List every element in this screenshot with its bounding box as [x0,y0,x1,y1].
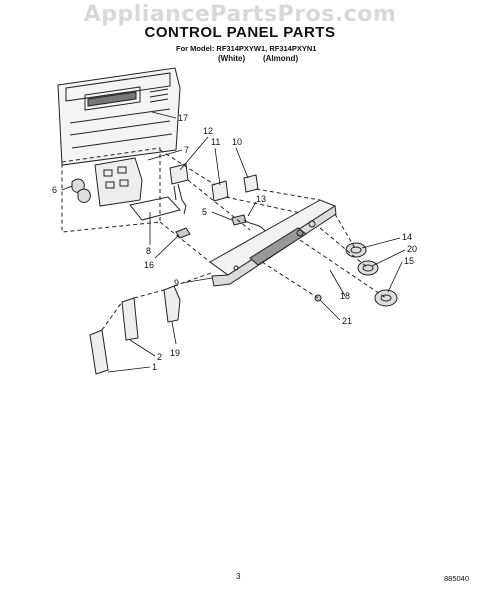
watermark: AppliancePartsPros.com [83,2,397,27]
callout-labels: 17 7 12 11 10 6 13 5 14 20 15 8 16 9 18 … [52,113,417,372]
variant-almond: (Almond) [263,54,299,63]
callout-1: 1 [152,362,157,372]
backguard-panel [57,67,181,166]
callout-17: 17 [178,113,188,123]
callout-21: 21 [342,316,352,326]
callout-2: 2 [157,352,162,362]
wire-harness [243,219,267,233]
assembly-lines [101,149,387,331]
callout-10: 10 [232,137,242,147]
switch-assembly [169,163,189,215]
end-trim [89,329,109,375]
callout-7: 7 [184,145,189,155]
document-number: 885040 [444,574,470,583]
callout-9: 9 [174,278,179,288]
callout-19: 19 [170,348,180,358]
model-line: For Model: RF314PXYW1, RF314PXYN1 [176,44,317,53]
callout-5: 5 [202,207,207,217]
clip-part [175,227,191,239]
callout-14: 14 [402,232,412,242]
callout-11: 11 [211,137,220,147]
end-bracket [163,285,181,323]
variant-white: (White) [218,54,246,63]
knobs [345,242,398,307]
callout-8: 8 [146,246,151,256]
callout-20: 20 [407,244,417,254]
callout-18: 18 [340,291,350,301]
page-number: 3 [236,572,241,581]
callout-16: 16 [144,260,154,270]
panel-plate [129,196,181,221]
clock-assembly [61,147,161,233]
bracket-part [243,174,259,193]
leader-lines [61,111,406,373]
end-cap [121,297,139,341]
callout-13: 13 [256,194,266,204]
page-title: CONTROL PANEL PARTS [144,24,336,41]
control-panel [209,199,337,287]
switch-small [231,214,247,226]
callout-6: 6 [52,185,57,195]
callout-15: 15 [404,256,414,266]
callout-12: 12 [203,126,213,136]
